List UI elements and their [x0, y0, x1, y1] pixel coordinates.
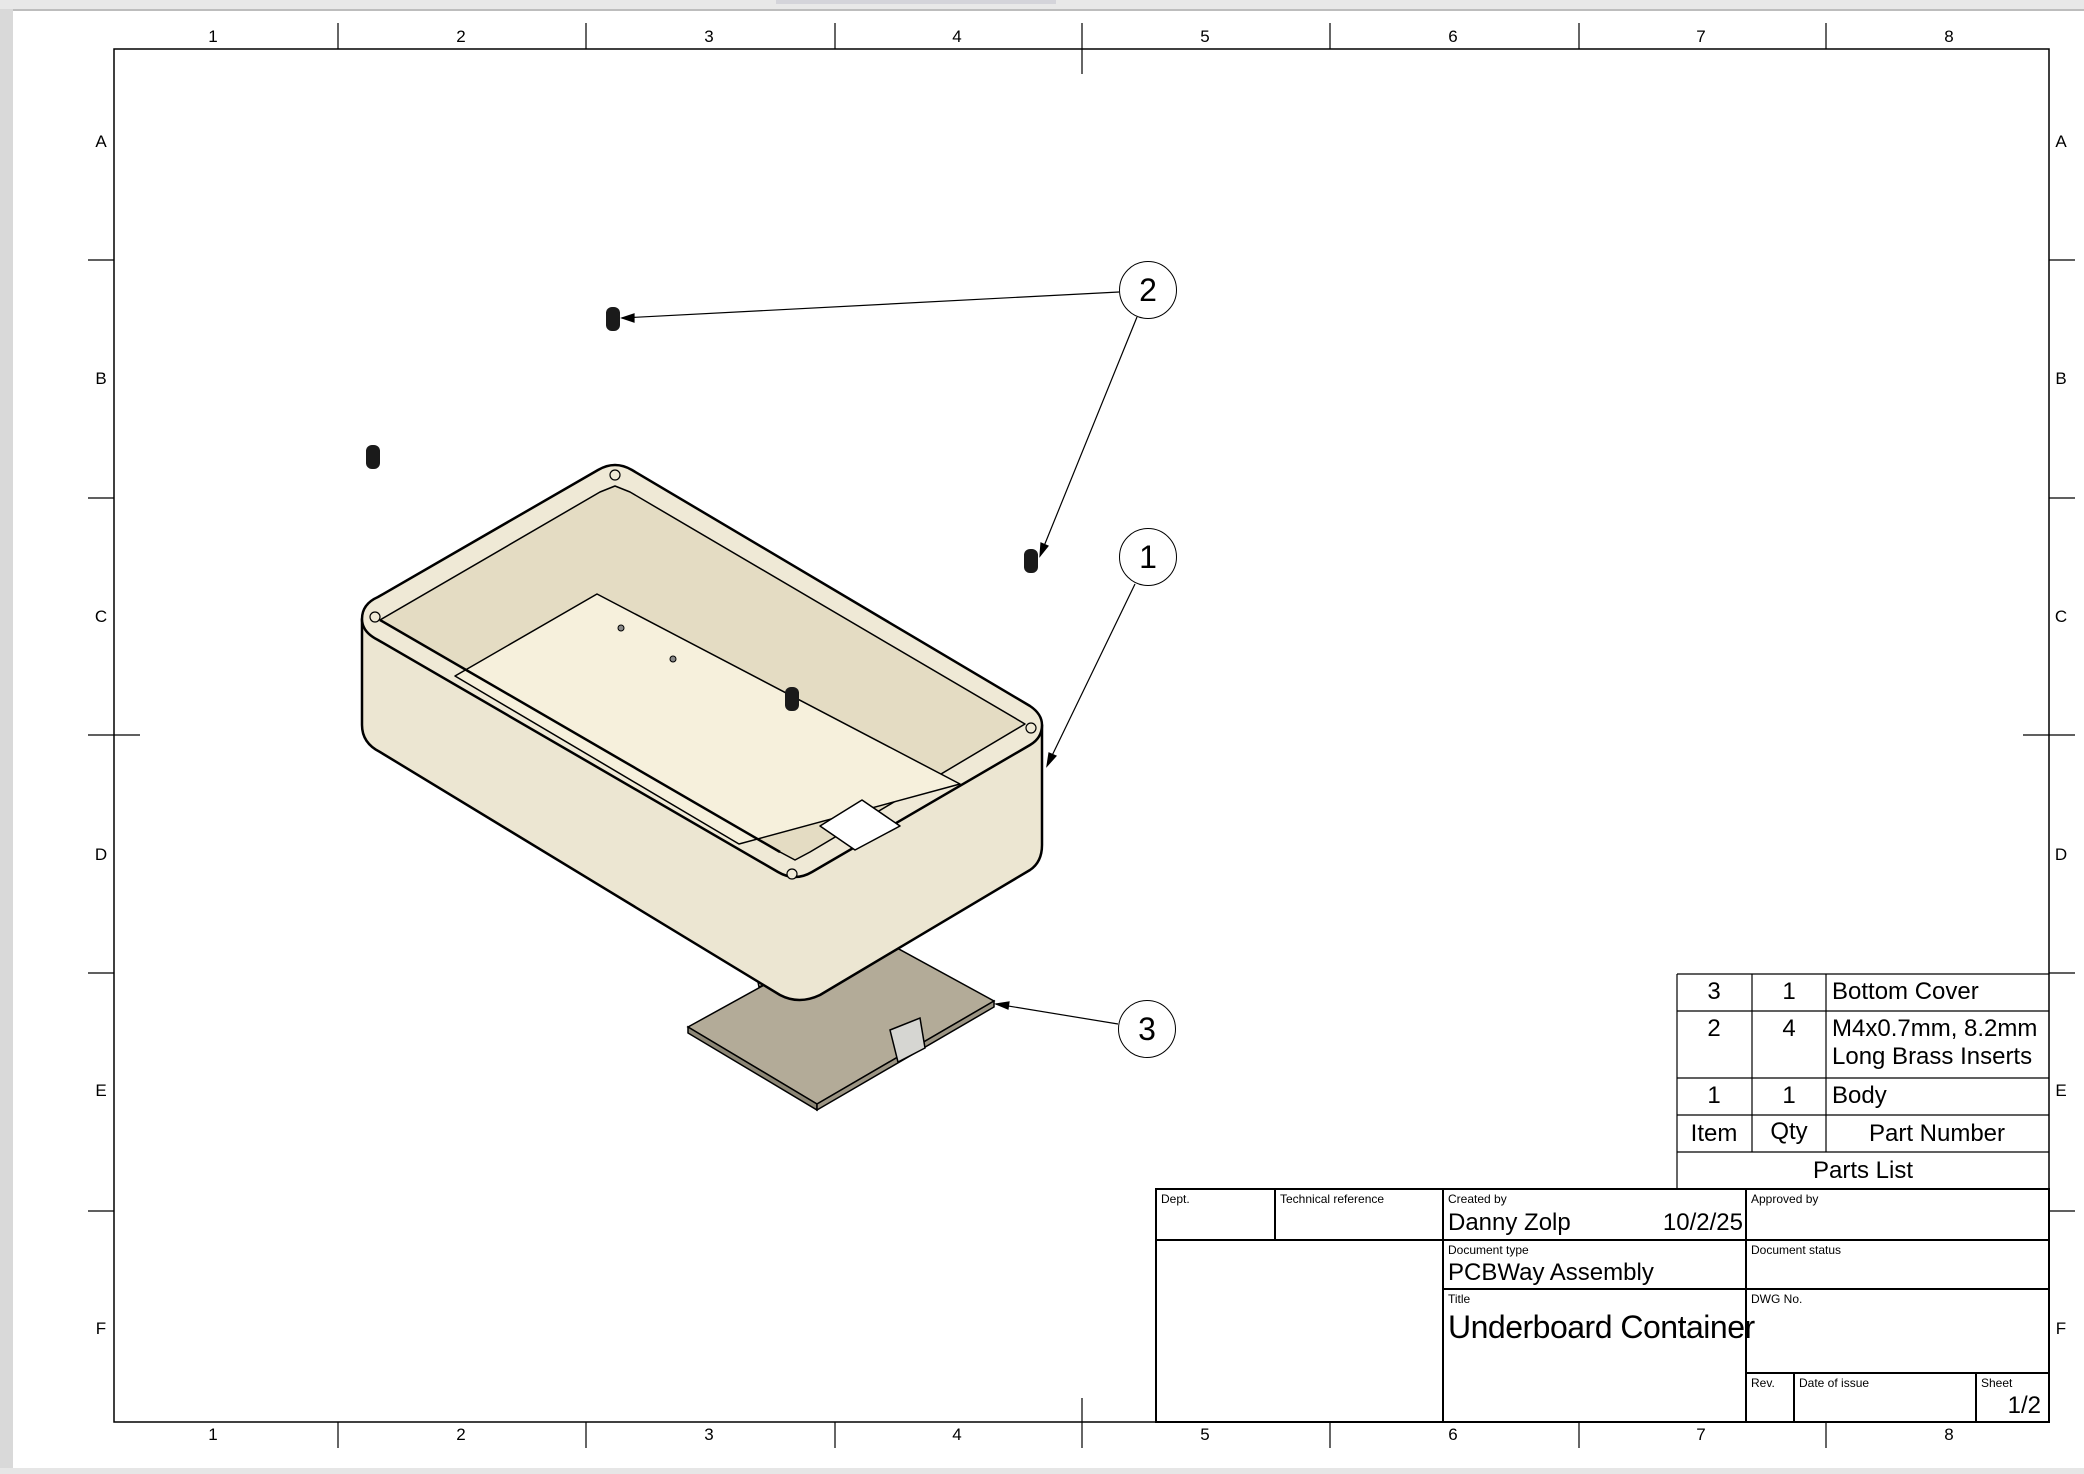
doc-type-cell: Document type PCBWay Assembly	[1443, 1240, 1746, 1289]
row-qty: 1	[1782, 978, 1796, 1005]
zone-col-label: 6	[1448, 1425, 1458, 1444]
title-cell: Title Underboard Container	[1443, 1289, 1755, 1422]
doc-type-label: Document type	[1448, 1243, 1529, 1257]
insert-1	[606, 307, 620, 331]
header-part-number: Part Number	[1868, 1120, 2006, 1147]
dept-cell: Dept.	[1156, 1189, 1275, 1240]
window-top-bar	[0, 0, 2084, 11]
zone-row-label: B	[2055, 369, 2067, 388]
zone-row-label: B	[95, 369, 107, 388]
sheet-label: Sheet	[1981, 1376, 2013, 1390]
header-item: Item	[1690, 1120, 1738, 1147]
body-part	[360, 463, 1044, 1002]
approved-by-label: Approved by	[1751, 1192, 1819, 1206]
zone-col-label: 1	[208, 1425, 218, 1444]
created-by-value: Danny Zolp	[1448, 1209, 1571, 1236]
zone-row-label: E	[95, 1081, 107, 1100]
insert-4	[785, 687, 799, 711]
zone-col-label: 7	[1696, 1425, 1706, 1444]
dept-label: Dept.	[1161, 1192, 1190, 1206]
balloon-3: 3	[1118, 1000, 1176, 1058]
zone-col-label: 7	[1696, 27, 1706, 46]
date-of-issue-cell: Date of issue	[1794, 1373, 1976, 1422]
date-of-issue-label: Date of issue	[1799, 1376, 1870, 1390]
zone-row-label: D	[94, 845, 108, 864]
tech-ref-label: Technical reference	[1280, 1192, 1385, 1206]
zone-row-label: C	[2054, 607, 2068, 626]
balloon-2: 2	[1119, 261, 1177, 319]
created-by-label: Created by	[1448, 1192, 1507, 1206]
zone-col-label: 6	[1448, 27, 1458, 46]
row-item: 2	[1707, 1015, 1721, 1042]
tech-ref-cell: Technical reference	[1275, 1189, 1443, 1240]
row-part: Body	[1832, 1082, 1887, 1109]
zone-row-label: A	[95, 132, 107, 151]
row-item: 1	[1707, 1082, 1721, 1109]
dwg-no-label: DWG No.	[1751, 1292, 1803, 1306]
zone-col-label: 2	[456, 27, 466, 46]
left-scroll-gutter	[0, 9, 13, 1474]
dwg-no-cell: DWG No.	[1746, 1289, 2049, 1373]
bottom-bar	[0, 1468, 2084, 1474]
row-part: M4x0.7mm, 8.2mm	[1832, 1015, 2038, 1042]
zone-ticks	[88, 23, 2075, 1448]
zone-col-label: 2	[456, 1425, 466, 1444]
tab-indicator[interactable]	[776, 0, 1056, 4]
bottom-cover-part	[686, 929, 996, 1112]
zone-col-label: 3	[704, 27, 714, 46]
header-qty: Qty	[1770, 1118, 1808, 1145]
created-by-cell: Created by Danny Zolp 10/2/25	[1443, 1189, 1746, 1240]
doc-status-label: Document status	[1751, 1243, 1842, 1257]
approved-by-cell: Approved by	[1746, 1189, 2049, 1240]
zone-col-label: 1	[208, 27, 218, 46]
zone-row-label: E	[2055, 1081, 2067, 1100]
zone-row-label: A	[2055, 132, 2067, 151]
insert-2	[366, 445, 380, 469]
zone-col-label: 3	[704, 1425, 714, 1444]
row-part-line2: Long Brass Inserts	[1832, 1043, 2033, 1070]
insert-3	[1024, 549, 1038, 573]
sheet-cell: Sheet 1/2	[1976, 1373, 2049, 1422]
zone-col-label: 5	[1200, 27, 1210, 46]
brass-inserts	[366, 307, 1038, 711]
row-item: 3	[1707, 978, 1721, 1005]
created-date: 10/2/25	[1662, 1209, 1743, 1236]
doc-status-cell: Document status	[1746, 1240, 2049, 1289]
leader-lines	[620, 291, 1138, 1025]
parts-list-title: Parts List	[1812, 1157, 1914, 1184]
rev-label: Rev.	[1751, 1376, 1775, 1390]
title-label: Title	[1448, 1292, 1471, 1306]
zone-row-label: C	[94, 607, 108, 626]
drawing-title: Underboard Container	[1448, 1309, 1755, 1345]
zone-col-label: 4	[952, 27, 962, 46]
balloon-1: 1	[1119, 528, 1177, 586]
row-part: Bottom Cover	[1832, 978, 1979, 1005]
zone-col-label: 5	[1200, 1425, 1210, 1444]
zone-row-label: D	[2054, 845, 2068, 864]
row-qty: 4	[1782, 1015, 1796, 1042]
sheet-value: 1/2	[2007, 1392, 2041, 1419]
zone-row-label: F	[2055, 1319, 2067, 1338]
row-qty: 1	[1782, 1082, 1796, 1109]
doc-type-value: PCBWay Assembly	[1448, 1259, 1654, 1286]
rev-cell: Rev.	[1746, 1373, 1794, 1422]
zone-row-label: F	[95, 1319, 107, 1338]
zone-col-label: 4	[952, 1425, 962, 1444]
zone-col-label: 8	[1944, 1425, 1954, 1444]
table-lines	[1155, 973, 2050, 1423]
zone-col-label: 8	[1944, 27, 1954, 46]
